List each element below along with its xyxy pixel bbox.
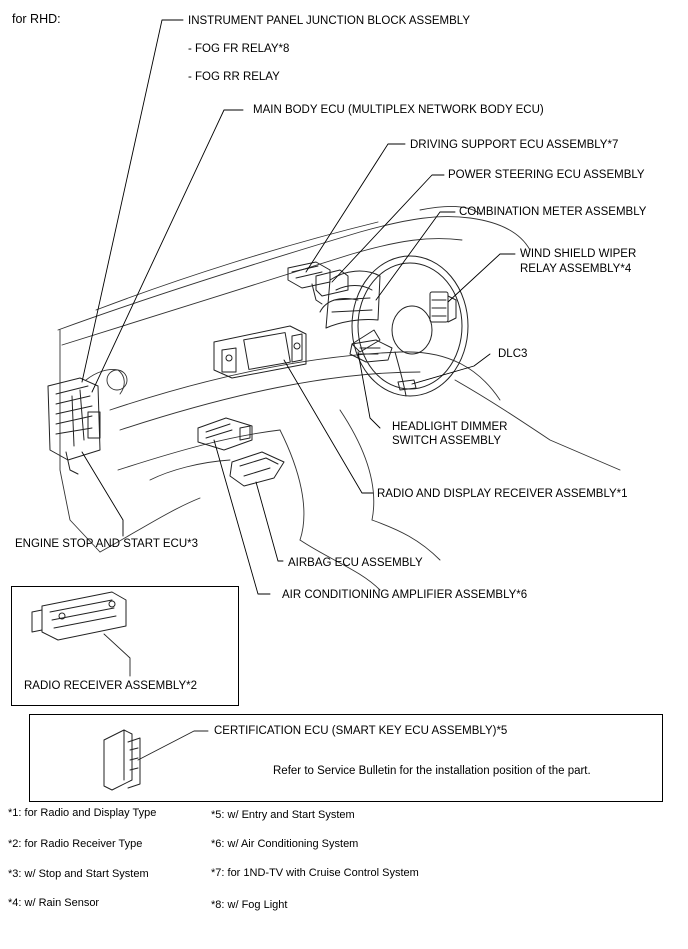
- certification-ecu-inset: [29, 714, 663, 802]
- service-bulletin-note: Refer to Service Bulletin for the instal…: [273, 765, 591, 777]
- label-fog-fr-relay: - FOG FR RELAY*8: [188, 43, 290, 55]
- headlight-dimmer-switch: [349, 339, 393, 363]
- steering-wheel: [319, 255, 469, 397]
- label-fog-rr-relay: - FOG RR RELAY: [188, 71, 280, 83]
- label-headlight-dimmer-line1: HEADLIGHT DIMMER: [392, 421, 508, 433]
- footnote-8: *8: w/ Fog Light: [211, 899, 288, 911]
- wiper-relay-drawing: [429, 291, 457, 323]
- label-certification-ecu: CERTIFICATION ECU (SMART KEY ECU ASSEMBL…: [214, 725, 508, 737]
- junction-block-drawing: [47, 377, 101, 475]
- label-radio-receiver: RADIO RECEIVER ASSEMBLY*2: [24, 680, 197, 692]
- footnote-4: *4: w/ Rain Sensor: [8, 897, 100, 909]
- radio-display-receiver-drawing: [213, 325, 307, 379]
- radio-receiver-drawing: [31, 591, 131, 677]
- label-airbag-ecu: AIRBAG ECU ASSEMBLY: [288, 557, 423, 569]
- leader-lines: [81, 19, 516, 595]
- dlc3-drawing: [397, 379, 417, 391]
- label-wiper-relay-line1: WIND SHIELD WIPER: [520, 248, 637, 260]
- footnote-3: *3: w/ Stop and Start System: [8, 868, 149, 880]
- airbag-ecu-drawing: [229, 451, 285, 487]
- footnote-5: *5: w/ Entry and Start System: [211, 809, 355, 821]
- radio-receiver-inset: [11, 586, 239, 706]
- footnote-1: *1: for Radio and Display Type: [8, 807, 157, 819]
- label-wiper-relay-line2: RELAY ASSEMBLY*4: [520, 263, 632, 275]
- footnote-7: *7: for 1ND-TV with Cruise Control Syste…: [211, 867, 419, 879]
- certification-ecu-drawing: [103, 729, 209, 791]
- label-main-body-ecu: MAIN BODY ECU (MULTIPLEX NETWORK BODY EC…: [253, 104, 544, 116]
- label-power-steering-ecu: POWER STEERING ECU ASSEMBLY: [448, 169, 645, 181]
- label-headlight-dimmer-line2: SWITCH ASSEMBLY: [392, 435, 502, 447]
- label-driving-support-ecu: DRIVING SUPPORT ECU ASSEMBLY*7: [410, 139, 619, 151]
- label-dlc3: DLC3: [498, 348, 528, 360]
- label-combination-meter: COMBINATION METER ASSEMBLY: [459, 206, 647, 218]
- footnote-6: *6: w/ Air Conditioning System: [211, 838, 359, 850]
- label-engine-stop-start-ecu: ENGINE STOP AND START ECU*3: [15, 538, 198, 550]
- page-heading: for RHD:: [12, 12, 61, 26]
- driving-support-ecu-drawing: [287, 261, 331, 305]
- footnote-2: *2: for Radio Receiver Type: [8, 838, 143, 850]
- label-ac-amplifier: AIR CONDITIONING AMPLIFIER ASSEMBLY*6: [282, 589, 528, 601]
- power-steering-ecu-drawing: [315, 269, 349, 297]
- label-radio-display-receiver: RADIO AND DISPLAY RECEIVER ASSEMBLY*1: [377, 488, 628, 500]
- label-instrument-panel-junction-block: INSTRUMENT PANEL JUNCTION BLOCK ASSEMBLY: [188, 15, 471, 27]
- ac-amplifier-drawing: [197, 417, 253, 451]
